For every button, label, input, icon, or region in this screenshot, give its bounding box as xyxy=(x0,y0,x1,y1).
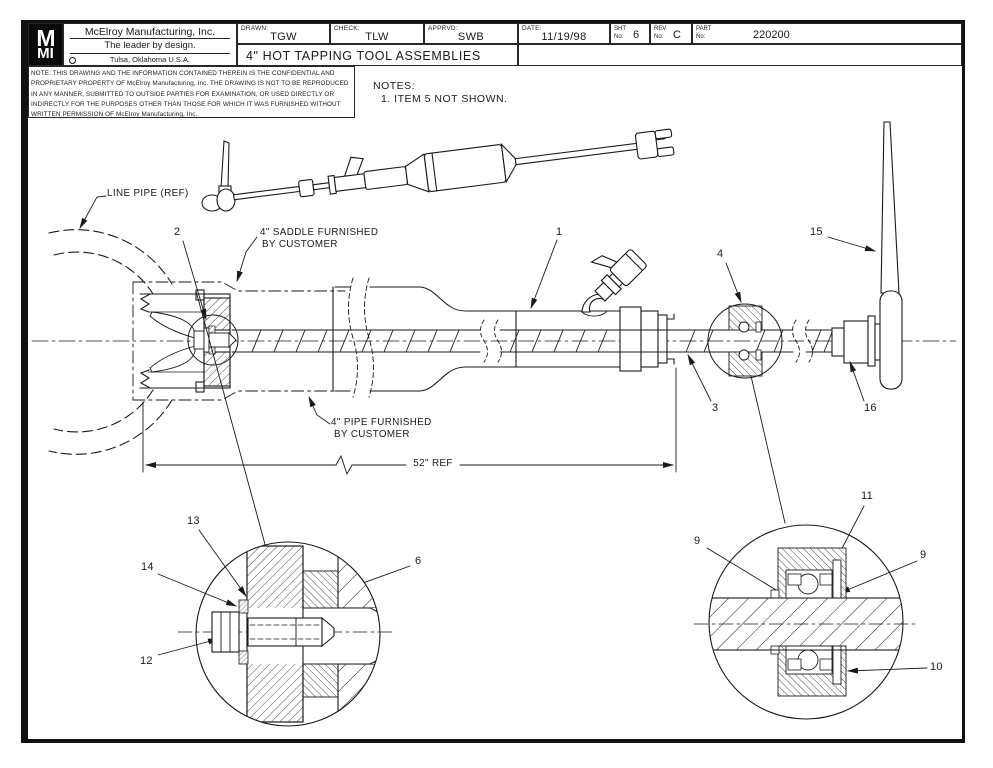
company-tagline: The leader by design. xyxy=(104,40,196,51)
apprvd-value: SWB xyxy=(457,31,485,43)
part-value: 220200 xyxy=(753,29,790,41)
label-saddle-line2: BY CUSTOMER xyxy=(262,239,338,250)
callout-13: 13 xyxy=(187,515,200,527)
check-label: CHECK: xyxy=(334,25,360,32)
leader-c14 xyxy=(157,573,237,607)
leader-c16 xyxy=(849,361,865,402)
label-saddle-line1: 4" SADDLE FURNISHED xyxy=(260,227,379,238)
notes-item-1: 1. ITEM 5 NOT SHOWN. xyxy=(381,93,508,105)
drawing-title: 4" HOT TAPPING TOOL ASSEMBLIES xyxy=(237,44,518,66)
drawn-value: TGW xyxy=(270,31,297,43)
thrust-bearing-circle xyxy=(707,303,783,379)
dimension-52ref xyxy=(142,367,677,476)
callout-6: 6 xyxy=(415,555,422,567)
leader-c10 xyxy=(847,667,928,674)
callout-9-right: 9 xyxy=(920,549,927,561)
leader-line-pipe xyxy=(79,195,107,229)
leader-c15 xyxy=(827,236,876,252)
coupling-and-handle xyxy=(831,121,903,390)
rev-label: REV No: xyxy=(654,26,667,40)
label-pipe-line1: 4" PIPE FURNISHED xyxy=(331,417,432,428)
callout-16: 16 xyxy=(864,402,877,414)
callout-12: 12 xyxy=(140,655,153,667)
sheet-label: SHT No: xyxy=(614,26,626,40)
rev-value: C xyxy=(673,29,681,41)
leader-c1 xyxy=(530,239,558,309)
proprietary-note: NOTE: THIS DRAWING AND THE INFORMATION C… xyxy=(31,70,349,119)
field-rev-no: REV No: C xyxy=(650,23,692,44)
projection-lines xyxy=(195,290,786,549)
proprietary-note-box xyxy=(28,66,355,118)
leader-c12 xyxy=(157,638,219,656)
notes-heading: NOTES: xyxy=(373,80,416,92)
callout-9-left: 9 xyxy=(694,535,701,547)
date-label: DATE: xyxy=(522,25,542,32)
boring-bar xyxy=(231,319,834,363)
logo-letters-mi: MI xyxy=(37,44,54,62)
field-sheet-no: SHT No: 6 xyxy=(610,23,650,44)
part-label: PART No: xyxy=(696,26,712,40)
date-value: 11/19/98 xyxy=(541,31,587,43)
field-check: CHECK: TLW xyxy=(330,23,424,44)
handle-blade xyxy=(880,121,900,294)
company-name: McElroy Manufacturing, Inc. xyxy=(84,26,216,38)
check-value: TLW xyxy=(365,31,389,43)
label-line-pipe: LINE PIPE (REF) xyxy=(107,188,189,199)
valve-assembly xyxy=(580,249,647,317)
leader-saddle xyxy=(236,236,258,282)
registered-mark-icon xyxy=(69,57,76,64)
leader-c2 xyxy=(182,240,207,320)
drawing-border xyxy=(21,20,965,743)
field-part-no: PART No: 220200 xyxy=(692,23,962,44)
detail-view-pilot xyxy=(177,541,393,727)
title-row-blank xyxy=(518,44,962,66)
apprvd-label: APPRVD: xyxy=(428,25,458,32)
tapping-tool-body xyxy=(419,286,675,392)
field-date: DATE: 11/19/98 xyxy=(518,23,610,44)
callout-3: 3 xyxy=(712,402,719,414)
leader-c13 xyxy=(198,529,247,597)
company-block: McElroy Manufacturing, Inc. The leader b… xyxy=(63,23,237,66)
sheet-value: 6 xyxy=(633,29,640,41)
callout-2: 2 xyxy=(174,226,181,238)
iso-assembled-tool-view xyxy=(201,128,675,212)
customer-pipe xyxy=(332,277,421,398)
line-pipe-arcs xyxy=(48,229,173,455)
drawn-label: DRAWN: xyxy=(241,25,269,32)
saddle-outline xyxy=(132,281,346,401)
field-apprvd: APPRVD: SWB xyxy=(424,23,518,44)
leader-c9b xyxy=(839,560,918,594)
company-location: Tulsa, Oklahoma U.S.A. xyxy=(109,55,191,64)
label-pipe-line2: BY CUSTOMER xyxy=(334,429,410,440)
callout-10: 10 xyxy=(930,661,943,673)
leader-pipe xyxy=(308,396,331,425)
callout-14: 14 xyxy=(141,561,154,573)
callout-4: 4 xyxy=(717,248,724,260)
leader-c4 xyxy=(725,262,742,303)
callout-1: 1 xyxy=(556,226,563,238)
detail-view-bearing xyxy=(693,524,919,720)
handle-head xyxy=(879,290,903,390)
logo-letter-m: M xyxy=(36,25,55,52)
field-drawn: DRAWN: TGW xyxy=(237,23,330,44)
callout-11: 11 xyxy=(861,490,874,502)
dimension-52ref-text: 52" REF xyxy=(413,458,453,469)
leader-c3 xyxy=(687,354,712,402)
leader-c9a xyxy=(706,547,787,597)
callout-15: 15 xyxy=(810,226,823,238)
mcelroy-logo: M MI xyxy=(28,23,63,66)
